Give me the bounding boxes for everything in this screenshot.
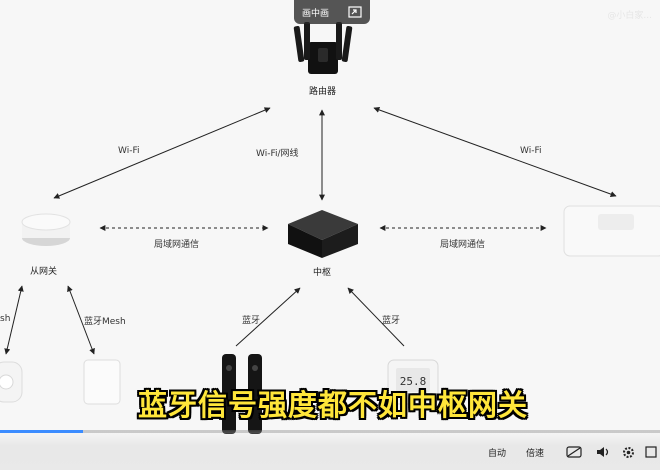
- progress-bar[interactable]: [0, 430, 660, 433]
- right-device: [563, 205, 660, 257]
- router-device: [293, 22, 353, 74]
- pip-bar: 画中画: [294, 0, 370, 24]
- pip-exit-icon[interactable]: [348, 6, 362, 18]
- edge-label-lan-left: 局域网通信: [154, 240, 200, 250]
- edge-bt-left: [235, 287, 301, 347]
- sensor-reading: 25.8: [400, 375, 427, 388]
- edge-mesh-right: [67, 285, 95, 355]
- progress-fill: [0, 430, 83, 433]
- edge-bt-right: [347, 287, 405, 347]
- player-controls: [0, 430, 660, 470]
- subtitle-icon[interactable]: [566, 446, 582, 458]
- hub-device: [288, 210, 358, 258]
- router-label: 路由器: [309, 87, 337, 97]
- edge-router-subgateway: [53, 107, 271, 199]
- gear-icon[interactable]: [622, 446, 635, 459]
- edge-label-wifi-left: Wi-Fi: [118, 146, 140, 156]
- pip-label[interactable]: 画中画: [302, 8, 330, 19]
- sensor-mesh-right: [83, 359, 121, 405]
- volume-icon[interactable]: [596, 446, 610, 458]
- edge-label-mesh-right: 蓝牙Mesh: [84, 317, 126, 327]
- subgateway-label: 从网关: [30, 267, 58, 277]
- edge-label-mesh-left: sh: [0, 314, 11, 324]
- subgateway-device: [21, 213, 71, 246]
- video-subtitle: 蓝牙信号强度都不如中枢网关: [137, 388, 528, 422]
- thermometer-device: 25.8: [387, 359, 439, 405]
- fullscreen-icon[interactable]: [645, 446, 657, 458]
- door-lock-device: [222, 354, 262, 434]
- edge-label-wifi-right: Wi-Fi: [520, 146, 542, 156]
- edge-mesh-left: [4, 285, 24, 355]
- edge-label-bt-right: 蓝牙: [382, 316, 401, 326]
- sensor-left: [0, 361, 23, 403]
- hub-label: 中枢: [313, 268, 332, 278]
- auto-quality-button[interactable]: 自动: [488, 449, 507, 459]
- edge-label-wifi-hub: Wi-Fi/网线: [256, 149, 299, 159]
- edge-label-lan-right: 局域网通信: [440, 240, 486, 250]
- speed-button[interactable]: 倍速: [526, 449, 545, 459]
- edges: [4, 107, 617, 355]
- watermark: @小白家...: [607, 11, 652, 21]
- edge-label-bt-left: 蓝牙: [242, 316, 261, 326]
- edge-router-right: [373, 107, 617, 197]
